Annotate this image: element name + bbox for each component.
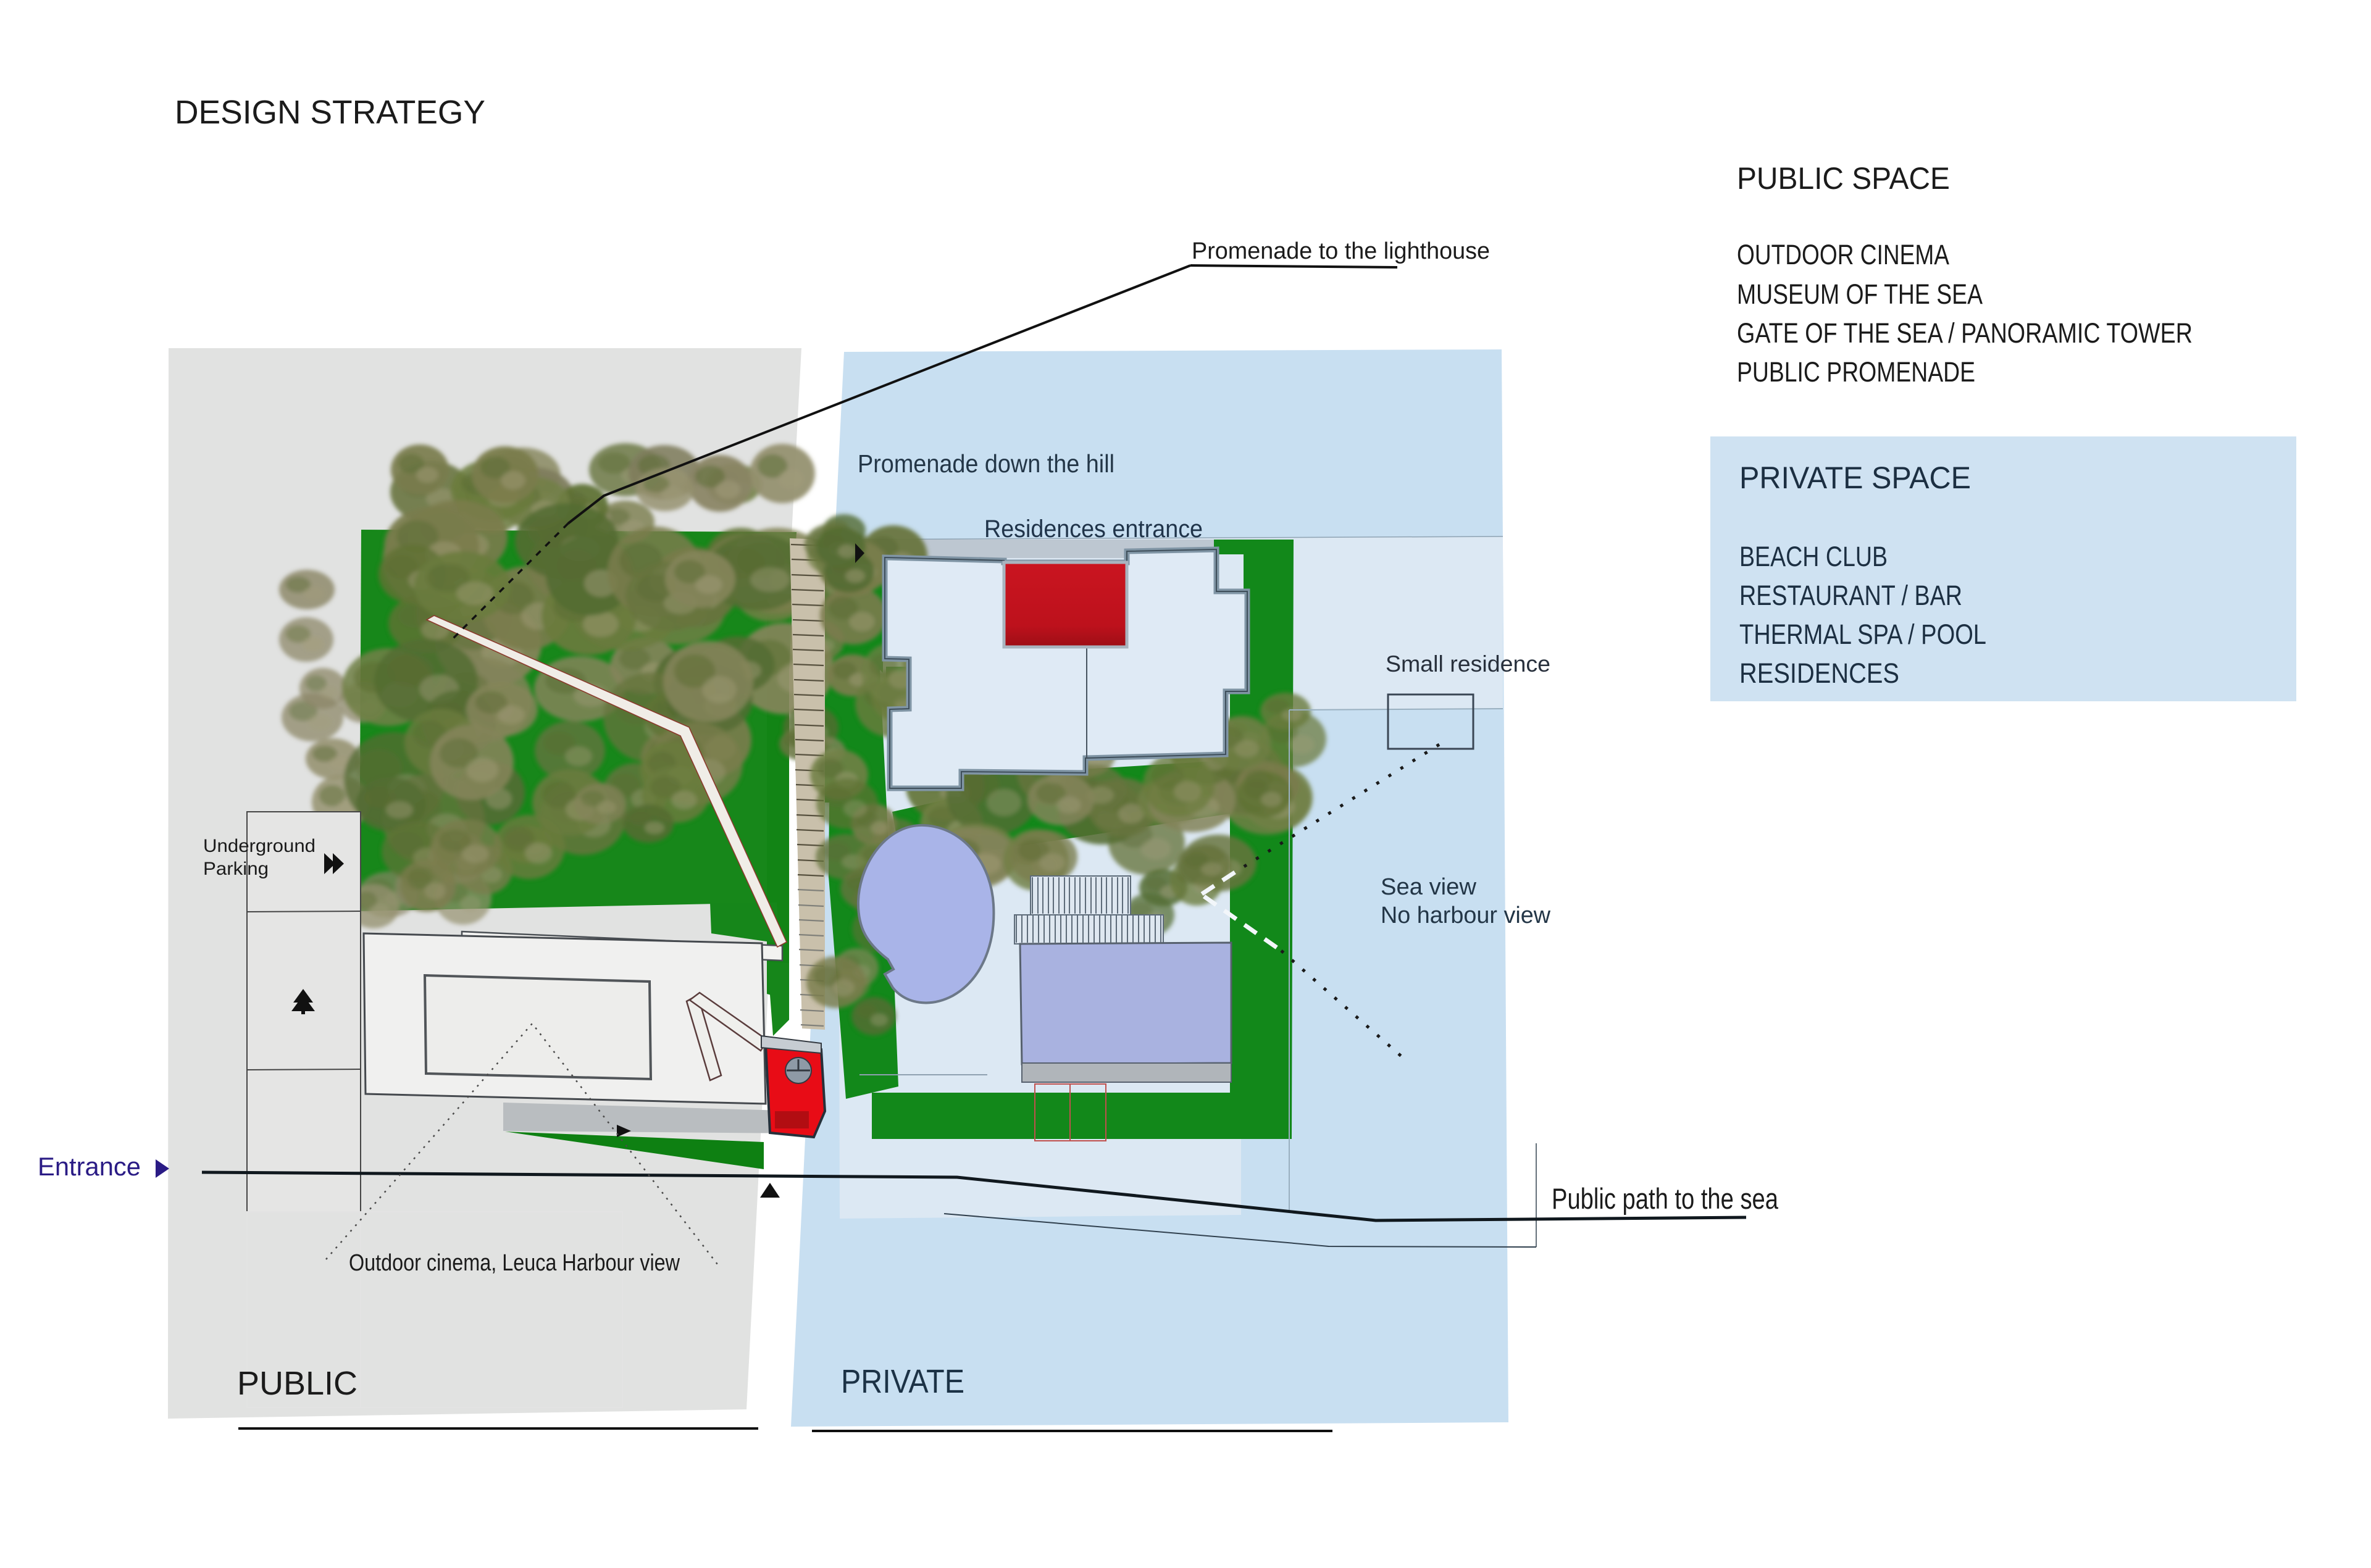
svg-text:PRIVATE SPACE: PRIVATE SPACE	[1739, 461, 1971, 495]
svg-text:PRIVATE: PRIVATE	[841, 1363, 964, 1400]
svg-text:BEACH CLUB: BEACH CLUB	[1739, 541, 1888, 572]
svg-text:Sea view: Sea view	[1381, 874, 1477, 900]
svg-text:Promenade to the lighthouse: Promenade to the lighthouse	[1192, 238, 1490, 264]
svg-text:PUBLIC PROMENADE: PUBLIC PROMENADE	[1737, 356, 1975, 388]
svg-text:OUTDOOR CINEMA: OUTDOOR CINEMA	[1737, 239, 1949, 270]
svg-text:RESTAURANT / BAR: RESTAURANT / BAR	[1739, 580, 1962, 611]
svg-text:RESIDENCES: RESIDENCES	[1739, 657, 1899, 689]
svg-text:Entrance: Entrance	[38, 1152, 141, 1181]
svg-text:THERMAL SPA / POOL: THERMAL SPA / POOL	[1739, 619, 1986, 650]
svg-text:Parking: Parking	[203, 859, 269, 879]
svg-text:Outdoor cinema, Leuca Harbour: Outdoor cinema, Leuca Harbour view	[349, 1250, 680, 1276]
svg-text:Residences entrance: Residences entrance	[984, 515, 1203, 543]
svg-text:PUBLIC SPACE: PUBLIC SPACE	[1737, 161, 1950, 196]
svg-text:Public path to the sea: Public path to the sea	[1552, 1182, 1779, 1215]
svg-text:Promenade down the hill: Promenade down the hill	[858, 449, 1114, 478]
svg-text:PUBLIC: PUBLIC	[237, 1365, 358, 1402]
svg-text:Small residence: Small residence	[1386, 651, 1550, 677]
svg-text:DESIGN STRATEGY: DESIGN STRATEGY	[175, 94, 485, 131]
svg-text:GATE OF THE SEA / PANORAMIC TO: GATE OF THE SEA / PANORAMIC TOWER	[1737, 317, 2193, 349]
svg-text:Underground: Underground	[203, 836, 316, 856]
svg-text:MUSEUM OF THE SEA: MUSEUM OF THE SEA	[1737, 278, 1983, 310]
svg-text:No harbour view: No harbour view	[1381, 903, 1551, 928]
